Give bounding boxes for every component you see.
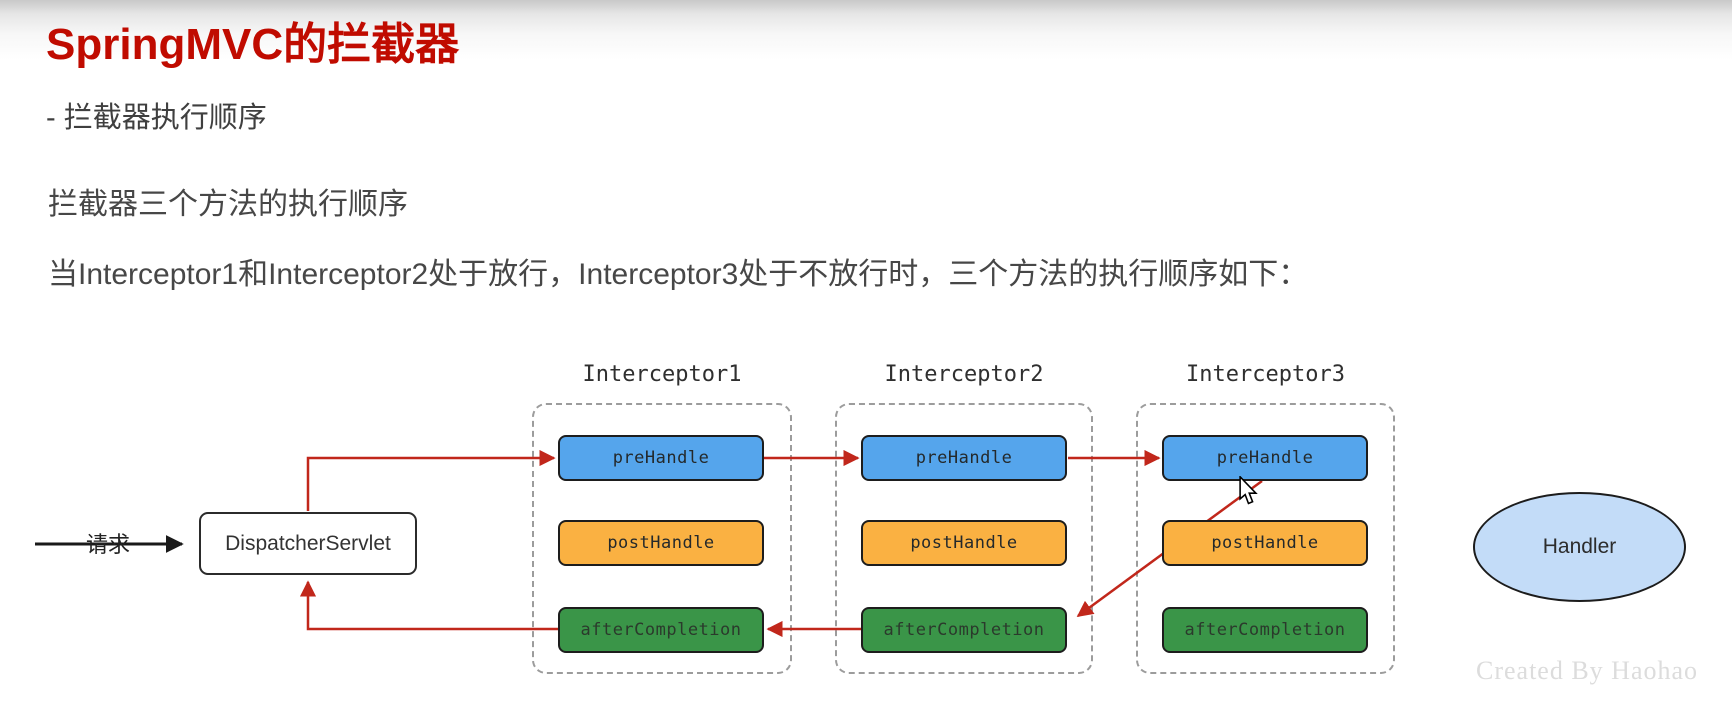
mouse-cursor-icon	[1239, 476, 1258, 505]
interceptor2-prehandle-box: preHandle	[861, 435, 1067, 481]
interceptor2-posthandle-box: postHandle	[861, 520, 1067, 566]
subtitle-line: 拦截器三个方法的执行顺序	[48, 188, 408, 221]
interceptor2-title: Interceptor2	[884, 362, 1044, 387]
interceptor3-posthandle-box: postHandle	[1162, 520, 1368, 566]
arrow-dispatcher-to-prehandle1	[306, 449, 556, 511]
dispatcher-servlet-box: DispatcherServlet	[199, 512, 417, 575]
interceptor3-column: Interceptor3 preHandle postHandle afterC…	[1136, 362, 1395, 678]
interceptor3-prehandle-box: preHandle	[1162, 435, 1368, 481]
request-label: 请求	[86, 532, 131, 557]
watermark-text: Created By Haohao	[1476, 656, 1699, 685]
dispatcher-servlet-label: DispatcherServlet	[225, 531, 391, 555]
interceptor1-posthandle-box: postHandle	[558, 520, 764, 566]
interceptor3-title: Interceptor3	[1186, 362, 1345, 387]
interceptor1-dashed-box	[532, 403, 792, 674]
arrow-aftercompletion1-to-dispatcher	[299, 580, 558, 631]
interceptor1-title: Interceptor1	[582, 362, 742, 387]
handler-ellipse: Handler	[1473, 492, 1686, 602]
interceptor1-prehandle-box: preHandle	[558, 435, 764, 481]
interceptor2-column: Interceptor2 preHandle postHandle afterC…	[835, 362, 1093, 678]
page-title: SpringMVC的拦截器	[46, 20, 460, 69]
interceptor2-aftercompletion-box: afterCompletion	[861, 607, 1067, 653]
description-line: 当Interceptor1和Interceptor2处于放行，Intercept…	[48, 258, 1309, 291]
top-gradient	[0, 0, 1732, 62]
handler-label: Handler	[1542, 535, 1617, 558]
interceptor1-column: Interceptor1 preHandle postHandle afterC…	[532, 362, 792, 678]
interceptor3-aftercompletion-box: afterCompletion	[1162, 607, 1368, 653]
bullet-line: - 拦截器执行顺序	[46, 102, 267, 134]
interceptor1-aftercompletion-box: afterCompletion	[558, 607, 764, 653]
